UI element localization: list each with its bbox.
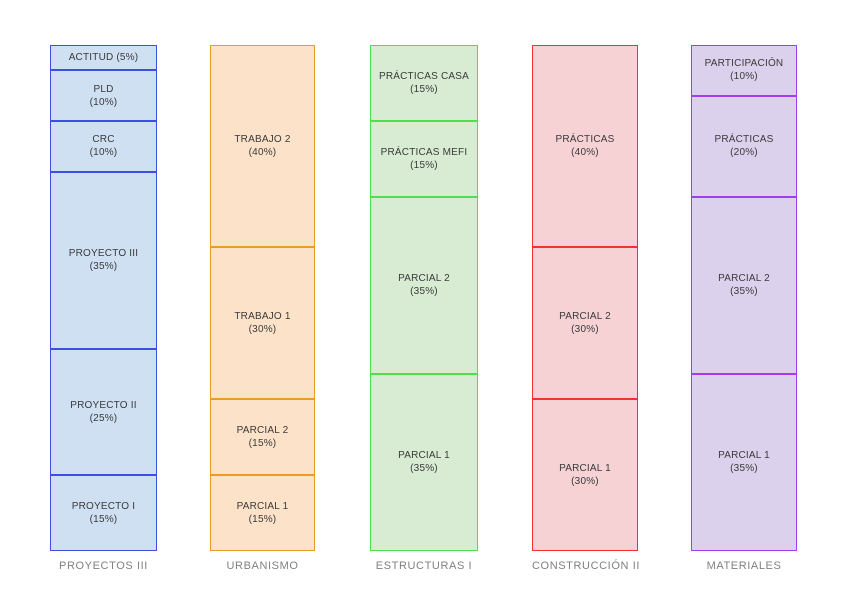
segment-percent: (30%) bbox=[571, 476, 599, 488]
chart-segment[interactable]: PARCIAL 2(35%) bbox=[691, 196, 797, 374]
chart-column-4: PARCIAL 1(30%)PARCIAL 2(30%)PRÁCTICAS(40… bbox=[532, 45, 638, 551]
chart-segment[interactable]: PARCIAL 1(35%) bbox=[691, 373, 797, 551]
chart-column-2: PARCIAL 1(15%)PARCIAL 2(15%)TRABAJO 1(30… bbox=[210, 45, 315, 551]
column-category-label: URBANISMO bbox=[226, 560, 299, 572]
segment-name: PROYECTO II bbox=[70, 399, 137, 411]
segment-name: PRÁCTICAS bbox=[714, 134, 774, 146]
segment-name: PARCIAL 1 bbox=[236, 501, 289, 513]
segment-percent: (35%) bbox=[730, 286, 758, 298]
chart-segment[interactable]: PRÁCTICAS(20%) bbox=[691, 95, 797, 197]
segment-percent: (15%) bbox=[410, 159, 438, 171]
segment-percent: (30%) bbox=[571, 324, 599, 336]
chart-segment[interactable]: PRÁCTICAS MEFI(15%) bbox=[370, 120, 478, 197]
chart-segment[interactable]: PROYECTO I(15%) bbox=[50, 475, 157, 551]
chart-segment[interactable]: PROYECTO III(35%) bbox=[50, 171, 157, 349]
segment-name: PARCIAL 1 bbox=[559, 463, 611, 475]
segment-percent: (25%) bbox=[89, 412, 118, 424]
chart-segment[interactable]: ACTITUD (5%) bbox=[50, 45, 157, 71]
segment-percent: (35%) bbox=[410, 286, 438, 298]
segment-percent: (10%) bbox=[730, 71, 758, 83]
chart-segment[interactable]: PARCIAL 1(15%) bbox=[210, 475, 315, 551]
chart-column-5: PARCIAL 1(35%)PARCIAL 2(35%)PRÁCTICAS(20… bbox=[691, 45, 797, 551]
chart-segment[interactable]: PLD(10%) bbox=[50, 70, 157, 121]
chart-segment[interactable]: PARCIAL 1(35%) bbox=[370, 373, 478, 551]
chart-segment[interactable]: PARTICIPACIÓN(10%) bbox=[691, 45, 797, 96]
segment-percent: (10%) bbox=[89, 147, 118, 159]
chart-column-1: PROYECTO I(15%)PROYECTO II(25%)PROYECTO … bbox=[50, 45, 157, 551]
chart-segment[interactable]: TRABAJO 2(40%) bbox=[210, 45, 315, 248]
segment-percent: (35%) bbox=[89, 261, 118, 273]
segment-percent: (30%) bbox=[248, 324, 277, 336]
chart-segment[interactable]: PRÁCTICAS(40%) bbox=[532, 45, 638, 248]
chart-segment[interactable]: PARCIAL 1(30%) bbox=[532, 399, 638, 551]
segment-name: PRÁCTICAS bbox=[555, 134, 615, 146]
segment-name: PARCIAL 1 bbox=[398, 450, 450, 462]
segment-name: PLD bbox=[93, 83, 114, 95]
segment-percent: (40%) bbox=[571, 147, 599, 159]
segment-name: ACTITUD (5%) bbox=[68, 52, 139, 64]
segment-name: TRABAJO 2 bbox=[234, 134, 291, 146]
segment-name: PARCIAL 2 bbox=[398, 273, 450, 285]
chart-segment[interactable]: PRÁCTICAS CASA(15%) bbox=[370, 45, 478, 121]
segment-name: TRABAJO 1 bbox=[234, 311, 291, 323]
segment-percent: (40%) bbox=[248, 147, 277, 159]
segment-percent: (20%) bbox=[730, 147, 758, 159]
segment-percent: (15%) bbox=[89, 514, 118, 526]
column-category-label: ESTRUCTURAS I bbox=[375, 560, 473, 572]
segment-name: PROYECTO III bbox=[68, 248, 139, 260]
segment-name: PRÁCTICAS CASA bbox=[378, 70, 470, 82]
column-category-label: MATERIALES bbox=[706, 560, 782, 572]
segment-percent: (35%) bbox=[730, 463, 758, 475]
chart-segment[interactable]: PARCIAL 2(35%) bbox=[370, 196, 478, 374]
segment-percent: (15%) bbox=[410, 83, 438, 95]
chart-column-3: PARCIAL 1(35%)PARCIAL 2(35%)PRÁCTICAS ME… bbox=[370, 45, 478, 551]
chart-segment[interactable]: PARCIAL 2(15%) bbox=[210, 399, 315, 476]
segment-name: PROYECTO I bbox=[71, 501, 136, 513]
segment-percent: (15%) bbox=[248, 514, 277, 526]
segment-name: PARCIAL 2 bbox=[559, 311, 611, 323]
segment-name: PARCIAL 2 bbox=[718, 273, 770, 285]
chart-segment[interactable]: PARCIAL 2(30%) bbox=[532, 247, 638, 400]
segment-name: PARTICIPACIÓN bbox=[704, 58, 784, 70]
segment-name: PARCIAL 2 bbox=[236, 425, 289, 437]
segment-percent: (15%) bbox=[248, 438, 277, 450]
column-category-label: PROYECTOS III bbox=[59, 560, 148, 572]
segment-percent: (10%) bbox=[89, 96, 118, 108]
chart-segment[interactable]: PROYECTO II(25%) bbox=[50, 348, 157, 476]
column-category-label: CONSTRUCCIÓN II bbox=[532, 560, 640, 572]
segment-name: PARCIAL 1 bbox=[718, 450, 770, 462]
segment-percent: (35%) bbox=[410, 463, 438, 475]
chart-segment[interactable]: CRC(10%) bbox=[50, 120, 157, 172]
chart-segment[interactable]: TRABAJO 1(30%) bbox=[210, 247, 315, 400]
segment-name: CRC bbox=[92, 134, 115, 146]
segment-name: PRÁCTICAS MEFI bbox=[380, 146, 468, 158]
